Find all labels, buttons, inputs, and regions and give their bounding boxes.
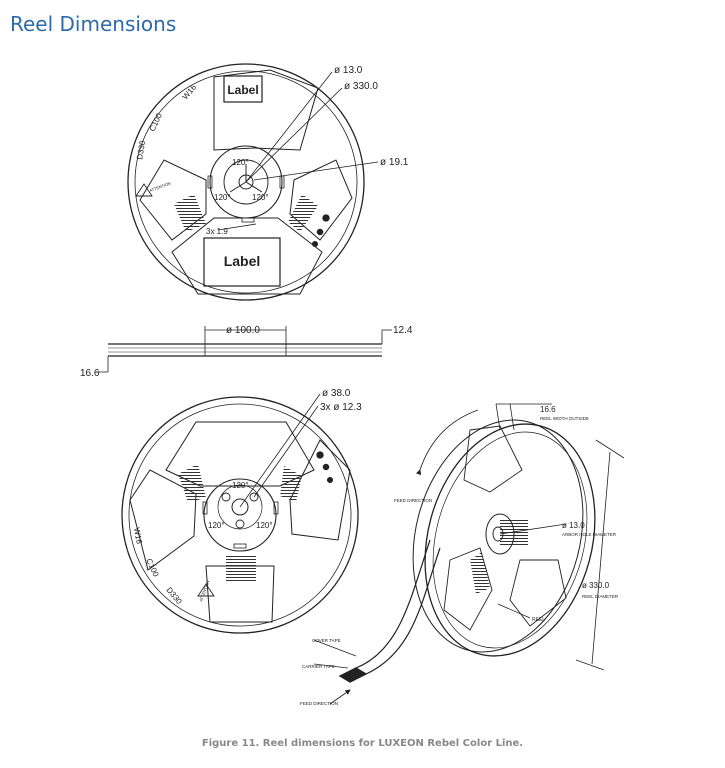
- reel-back-window-left: [129, 469, 197, 571]
- reel-front-window-bottom: [171, 217, 323, 295]
- reel-iso-dim-width: 16.6: [540, 405, 556, 414]
- reel-front-angle-3: 120°: [252, 193, 269, 202]
- reel-iso-reel-label: REEL: [532, 617, 545, 623]
- reel-back-angle-3: 120°: [256, 521, 273, 530]
- reel-side-dim-outer-width: 16.6: [80, 368, 100, 379]
- reel-iso-hub: [485, 513, 515, 555]
- reel-back-angle-2: 120°: [208, 521, 225, 530]
- reel-front-outer-rim: [127, 63, 365, 301]
- reel-back-hub: [203, 478, 277, 552]
- reel-side-dim-hub-diameter: ø 100.0: [226, 325, 260, 336]
- reel-back-mark-d: D330: [164, 586, 184, 607]
- reel-iso-dim-width-note: REEL WIDTH OUTSIDE: [540, 416, 589, 421]
- reel-front-angle-1: 120°: [232, 158, 249, 167]
- reel-back-mark-width: W16: [132, 527, 144, 545]
- reel-back-view: [121, 393, 359, 634]
- reel-front-window-top: [213, 69, 319, 151]
- page-title: Reel Dimensions: [10, 12, 177, 36]
- reel-front-hatch-left: [174, 194, 206, 232]
- reel-front-inner-rim: [134, 70, 358, 294]
- reel-front-label-top: Label: [227, 83, 258, 97]
- reel-front-label-box-bottom: [203, 237, 281, 287]
- reel-back-center-hole: [231, 498, 249, 516]
- reel-back-dim-hub: ø 38.0: [322, 388, 351, 399]
- reel-front-mark-width: W16: [181, 82, 199, 101]
- reel-front-label-box-top: [223, 75, 263, 103]
- reel-front-hub-inner: [223, 159, 269, 205]
- reel-iso-cover-tape: COVER TAPE: [312, 638, 341, 643]
- reel-front-angle-2: 120°: [214, 193, 231, 202]
- reel-back-outer-rim: [121, 396, 359, 634]
- reel-iso-feed-direction-top: FEED DIRECTION: [394, 498, 432, 503]
- reel-iso-view: [313, 403, 625, 705]
- reel-iso-dim-arbor: ø 13.0: [562, 521, 585, 530]
- reel-front-window-left: [139, 159, 207, 241]
- figure-caption: Figure 11. Reel dimensions for LUXEON Re…: [201, 738, 524, 749]
- reel-side-view: [96, 326, 392, 373]
- reel-back-inner-rim: [128, 403, 352, 627]
- reel-front-hatch-right: [288, 194, 318, 232]
- reel-iso-arbor-hole: [492, 526, 504, 542]
- reel-front-dim-hub: ø 19.1: [380, 157, 409, 168]
- reel-front-mark-attention: ATTENTION: [149, 181, 172, 193]
- reel-iso-dim-arbor-note: ARBOR HOLE DIAMETER: [562, 532, 617, 537]
- reel-front-dim-reel-diameter: ø 330.0: [344, 81, 378, 92]
- reel-back-angle-1: 120°: [232, 481, 249, 490]
- reel-back-dim-holes: 3x ø 12.3: [320, 402, 362, 413]
- reel-back-window-right: [289, 439, 351, 541]
- reel-iso-front-flange: [424, 423, 596, 657]
- reel-front-view: [127, 63, 379, 301]
- reel-side-dim-inner-width: 12.4: [393, 325, 413, 336]
- reel-front-dim-center-hole: ø 13.0: [334, 65, 363, 76]
- reel-front-dim-slot: 3x 1.9: [206, 227, 228, 236]
- reel-front-label-bottom: Label: [224, 253, 261, 269]
- reel-iso-feed-direction-bottom: FEED DIRECTION: [300, 701, 338, 706]
- reel-front-mark-d: D330: [135, 139, 147, 160]
- reel-iso-rear-flange: [412, 419, 584, 653]
- reel-iso-dim-diameter: ø 330.0: [582, 581, 610, 590]
- reel-iso-text: 16.6 REEL WIDTH OUTSIDE ø 13.0 ARBOR HOL…: [300, 405, 619, 706]
- reel-iso-dim-diameter-note: REEL DIAMETER: [582, 594, 619, 599]
- reel-front-mark-c: C100: [148, 111, 164, 133]
- reel-iso-carrier-tape: CARRIER TAPE: [302, 664, 335, 669]
- reel-side-text: ø 100.0 12.4 16.6: [80, 325, 413, 379]
- reel-front-window-right: [289, 159, 353, 241]
